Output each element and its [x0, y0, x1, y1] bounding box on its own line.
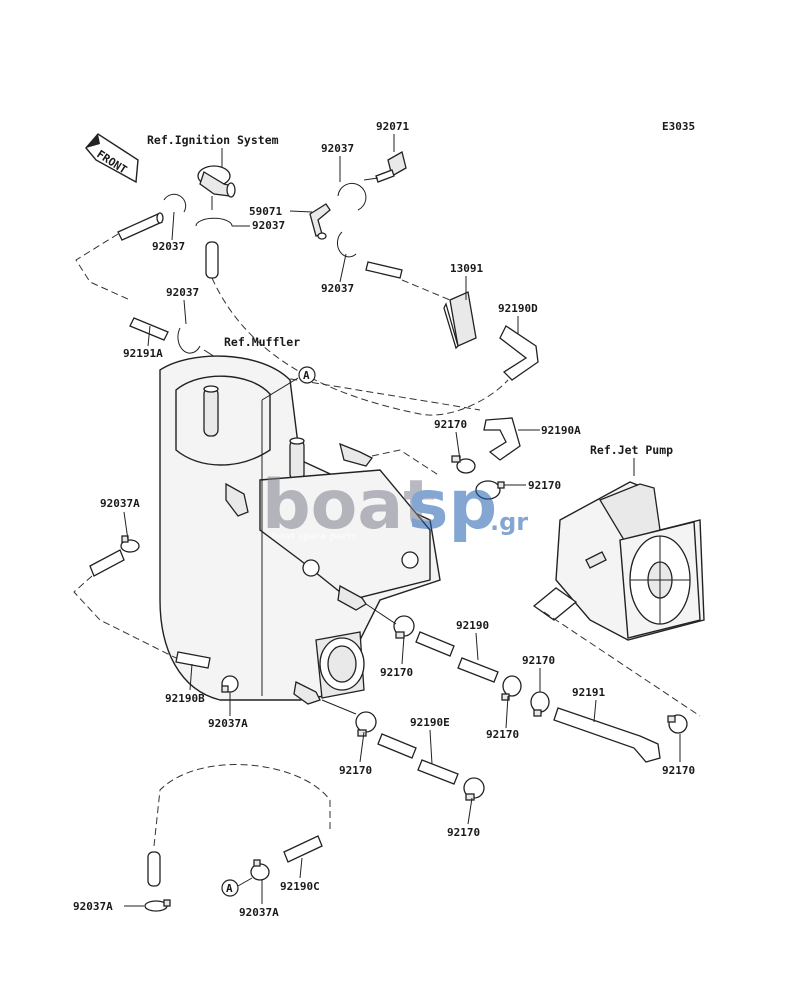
block-13091 [443, 291, 477, 350]
watermark-logo: boat sp .gr boat spare parts [262, 466, 528, 545]
svg-text:.gr: .gr [490, 508, 528, 536]
callout-a-top: A [298, 366, 316, 384]
hose-92191A [129, 317, 169, 341]
label-92170-e: 92170 [486, 728, 519, 741]
label-13091: 13091 [450, 262, 483, 275]
hose-92190E-b [417, 759, 459, 785]
clamp-92037-upper-right [337, 182, 367, 211]
front-arrow-icon: FRONT [85, 133, 139, 184]
clamp-92170-d [501, 675, 522, 701]
hose-92190-a [415, 631, 455, 657]
label-92170-b: 92170 [528, 479, 561, 492]
svg-text:A: A [303, 369, 310, 382]
clamp-92170-f [667, 714, 688, 734]
hose-92191 [553, 707, 661, 763]
hose-right-top [365, 261, 403, 279]
diagram-code: E3035 [662, 120, 695, 133]
hose-left-mid [89, 549, 125, 577]
ref-ignition-system: Ref.Ignition System [147, 133, 279, 147]
svg-text:boat spare parts: boat spare parts [272, 532, 356, 542]
clamp-92170-h [463, 777, 485, 801]
hose-92190-b [457, 657, 499, 683]
clamp-92037A-left [120, 535, 140, 553]
ref-muffler: Ref.Muffler [224, 335, 300, 349]
label-92170-g: 92170 [339, 764, 372, 777]
hose-92190D [499, 325, 539, 381]
callout-a-bottom: A [221, 879, 239, 897]
hose-vertical-short [205, 241, 219, 279]
label-92170-c: 92170 [380, 666, 413, 679]
label-92190B: 92190B [165, 692, 205, 705]
fitting-59071 [309, 203, 331, 240]
clamp-92170-g [355, 711, 377, 737]
label-92037A-mid: 92037A [208, 717, 248, 730]
hose-92190A [483, 417, 521, 461]
hose-bottom-left [147, 851, 161, 887]
clamp-92037-mid [195, 217, 233, 227]
clamp-92037-lower-right [337, 231, 357, 258]
clamp-92037-lower [177, 327, 201, 354]
ignition-fitting [197, 165, 236, 210]
label-92037A-left: 92037A [100, 497, 140, 510]
label-92037-left: 92037 [152, 240, 185, 253]
clamp-92170-c [393, 615, 415, 639]
valve-92071 [363, 151, 407, 183]
hose-92190E-a [377, 733, 417, 759]
clamp-92037A-mid [221, 675, 239, 693]
label-92191A: 92191A [123, 347, 163, 360]
label-92170-d: 92170 [522, 654, 555, 667]
label-92170-f: 92170 [662, 764, 695, 777]
label-92190C: 92190C [280, 880, 320, 893]
label-92037A-bottom2: 92037A [239, 906, 279, 919]
label-92037-mid: 92037 [252, 219, 285, 232]
clamp-92170-e [530, 691, 550, 717]
hose-92190B [175, 651, 211, 669]
svg-text:sp: sp [408, 466, 497, 545]
label-92037-right: 92037 [321, 282, 354, 295]
clamp-92037A-bottom [144, 899, 171, 912]
hose-92190C [283, 835, 323, 863]
clamp-92170-a [451, 455, 476, 474]
label-92170-h: 92170 [447, 826, 480, 839]
label-92191: 92191 [572, 686, 605, 699]
label-92190E: 92190E [410, 716, 450, 729]
label-92190D: 92190D [498, 302, 538, 315]
muffler-body [159, 355, 441, 705]
svg-text:A: A [226, 882, 233, 895]
hose-left-top [117, 212, 164, 241]
clamp-92037-left [163, 193, 187, 213]
label-92190A: 92190A [541, 424, 581, 437]
clamp-92170-b [475, 480, 505, 500]
label-59071: 59071 [249, 205, 282, 218]
ref-jet-pump: Ref.Jet Pump [590, 443, 673, 457]
jet-pump [532, 481, 705, 641]
label-92037A-bottom: 92037A [73, 900, 113, 913]
label-92170-a: 92170 [434, 418, 467, 431]
label-92071: 92071 [376, 120, 409, 133]
clamp-92037A-bottom2 [250, 859, 270, 881]
label-92037-top: 92037 [321, 142, 354, 155]
svg-text:boat: boat [262, 466, 436, 545]
label-92190: 92190 [456, 619, 489, 632]
label-92037-lower: 92037 [166, 286, 199, 299]
